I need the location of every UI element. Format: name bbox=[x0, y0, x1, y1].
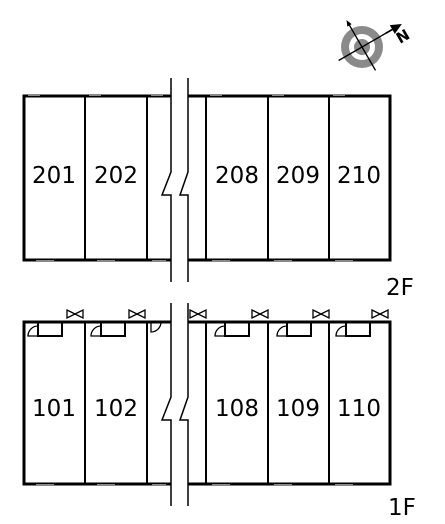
floor-2f-plan: 201 202 208 209 210 2F bbox=[22, 78, 414, 301]
unit-label: 110 bbox=[337, 396, 381, 422]
unit-label: 201 bbox=[32, 163, 76, 189]
unit-label: 202 bbox=[94, 163, 138, 189]
unit-label: 102 bbox=[94, 396, 138, 422]
compass-rose-icon bbox=[338, 20, 402, 71]
unit-label: 109 bbox=[276, 396, 320, 422]
floor-1f-plan: 101 102 108 109 110 1F bbox=[22, 303, 416, 521]
floor-label-1f: 1F bbox=[388, 495, 416, 521]
unit-label: 108 bbox=[215, 396, 259, 422]
unit-label: 101 bbox=[32, 396, 76, 422]
unit-label: 208 bbox=[215, 163, 259, 189]
unit-label: 209 bbox=[276, 163, 320, 189]
floor-label-2f: 2F bbox=[386, 275, 414, 301]
unit-label: 210 bbox=[337, 163, 381, 189]
